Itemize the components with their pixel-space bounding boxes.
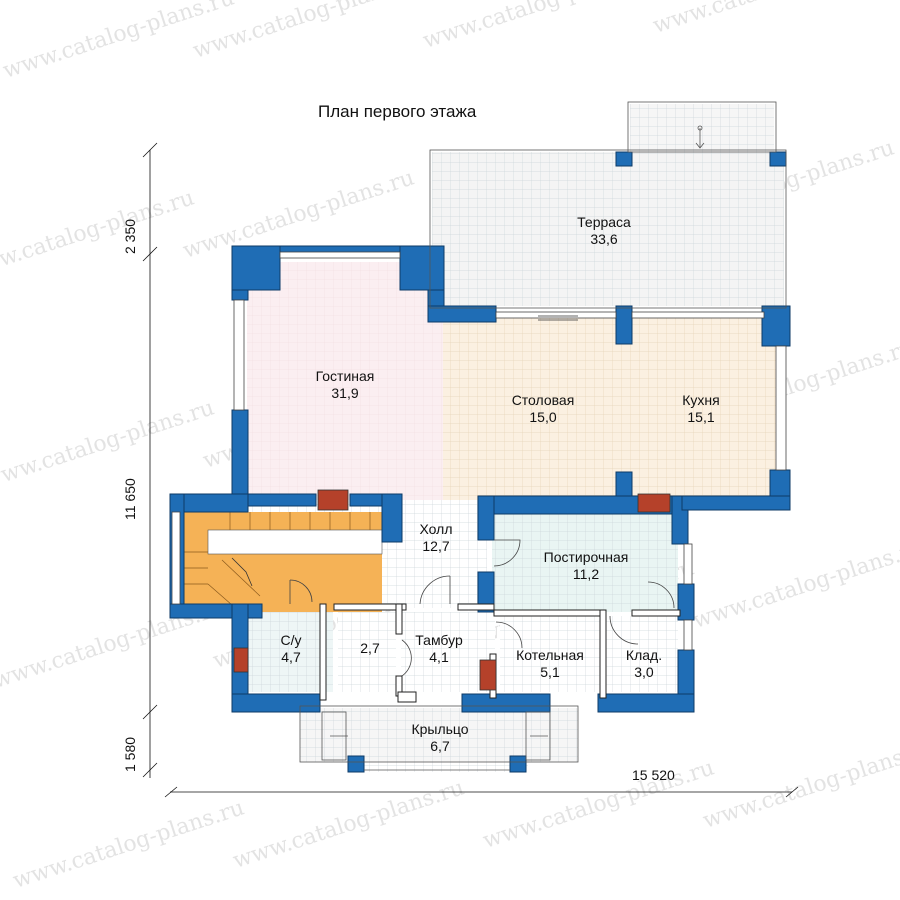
room-name: Клад. — [625, 647, 663, 663]
terrace-outline — [429, 101, 787, 309]
dimension-left-top: 2 350 — [122, 218, 138, 254]
dimension-lines — [142, 142, 799, 798]
room-label-terrace: Терраса 33,6 — [577, 214, 631, 248]
staircase — [182, 512, 383, 613]
room-name: Терраса — [577, 214, 631, 230]
walls — [169, 151, 791, 773]
dimension-bottom: 15 520 — [632, 767, 675, 783]
room-label-porch: Крыльцо 6,7 — [411, 721, 468, 755]
room-area: 12,7 — [422, 538, 450, 554]
room-area: 5,1 — [540, 664, 560, 680]
room-name: Крыльцо — [411, 721, 469, 737]
room-area: 4,1 — [429, 649, 449, 665]
room-name: Столовая — [511, 392, 575, 408]
room-label-small-room: 2,7 — [360, 640, 379, 657]
room-area: 15,1 — [687, 409, 715, 425]
partitions — [319, 603, 681, 703]
room-label-hall: Холл 12,7 — [420, 521, 453, 555]
room-area: 6,7 — [430, 738, 450, 754]
room-area: 33,6 — [590, 231, 618, 247]
room-area: 3,0 — [634, 664, 654, 680]
room-area: 11,2 — [572, 566, 600, 582]
plan-title: План первого этажа — [318, 102, 477, 121]
room-label-kitchen: Кухня 15,1 — [682, 392, 719, 426]
room-name: С/у — [280, 632, 302, 648]
room-name: Тамбур — [415, 632, 463, 648]
stove-marks — [233, 489, 671, 691]
room-name: Постирочная — [543, 549, 629, 565]
room-label-storage: Клад. 3,0 — [626, 647, 662, 681]
room-name: Холл — [419, 521, 453, 537]
room-name: Гостиная — [315, 368, 375, 384]
porch-outline — [299, 705, 579, 771]
room-area: 31,9 — [331, 385, 359, 401]
room-label-bathroom: С/у 4,7 — [281, 632, 302, 666]
room-label-boiler: Котельная 5,1 — [516, 647, 584, 681]
room-name: Котельная — [516, 647, 584, 663]
room-area: 4,7 — [281, 649, 301, 665]
doors — [289, 539, 675, 677]
room-area: 15,0 — [529, 409, 557, 425]
room-label-dining: Столовая 15,0 — [512, 392, 575, 426]
dimension-left-middle: 11 650 — [122, 478, 138, 520]
room-label-vestibule: Тамбур 4,1 — [415, 632, 463, 666]
dimension-left-bottom: 1 580 — [122, 736, 138, 772]
room-label-living: Гостиная 31,9 — [316, 368, 375, 402]
room-name: Кухня — [682, 392, 720, 408]
room-area: 2,7 — [360, 640, 380, 656]
windows — [171, 251, 787, 651]
room-label-laundry: Постирочная 11,2 — [544, 549, 629, 583]
